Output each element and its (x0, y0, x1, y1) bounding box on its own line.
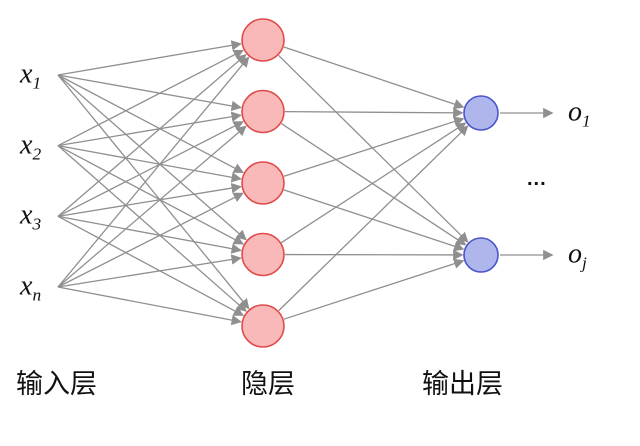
output-label-oj: oj (568, 238, 587, 272)
connection-arrow (57, 74, 247, 241)
caption-hidden-layer: 隐层 (241, 369, 295, 399)
input-x1-base: x (20, 58, 33, 90)
connection-arrow (57, 182, 242, 217)
hidden-node-1 (241, 18, 285, 62)
connection-arrow (57, 215, 242, 254)
output-oj-sub: j (582, 253, 587, 273)
input-x2-base: x (20, 129, 33, 161)
connection-arrow (283, 258, 465, 320)
connection-arrow (57, 145, 242, 183)
input-xn-base: x (20, 270, 33, 302)
connection-arrow (57, 192, 244, 288)
connection-arrow (281, 123, 467, 246)
output-o1-base: o (568, 96, 582, 128)
connection-arrow (283, 189, 465, 252)
output-ellipsis: ... (527, 168, 547, 191)
connection-arrow (283, 116, 465, 177)
input-x3-sub: 3 (32, 214, 42, 234)
connection-arrow (57, 121, 244, 217)
connection-arrow (57, 286, 242, 326)
connection-arrow (57, 49, 244, 147)
input-label-x3: x3 (20, 199, 41, 233)
connection-arrow (284, 107, 464, 119)
connection-arrow (57, 111, 242, 147)
connection-arrow (283, 46, 465, 110)
input-x3-base: x (20, 199, 33, 231)
input-label-xn: xn (20, 270, 41, 304)
connection-arrow (57, 125, 247, 288)
connection-arrow (57, 53, 247, 217)
connection-arrow (281, 122, 467, 244)
connection-arrow (278, 125, 469, 312)
hidden-node-4 (241, 232, 285, 277)
connection-arrow (57, 56, 250, 288)
input-xn-sub: n (32, 285, 42, 305)
input-x2-sub: 2 (32, 144, 42, 164)
input-label-x2: x2 (20, 129, 41, 163)
output-node-1 (463, 95, 499, 131)
connection-arrow (278, 54, 469, 243)
neuron-nodes (241, 18, 499, 348)
output-o1-sub: 1 (582, 111, 591, 131)
caption-input-layer: 输入层 (16, 369, 97, 399)
hidden-node-5 (241, 304, 285, 348)
connection-arrow (57, 145, 247, 312)
output-label-o1: o1 (568, 96, 591, 130)
connection-arrows (57, 40, 554, 326)
connection-arrow (57, 74, 245, 174)
hidden-node-2 (241, 89, 285, 134)
hidden-node-3 (241, 161, 285, 205)
input-x1-sub: 1 (32, 73, 42, 93)
output-oj-base: o (568, 238, 582, 270)
connection-arrow (57, 74, 242, 112)
caption-output-layer: 输出层 (422, 369, 503, 399)
input-label-x1: x1 (20, 58, 41, 92)
connection-arrow (57, 145, 245, 245)
connection-arrow (57, 254, 242, 288)
connection-arrow (57, 74, 250, 310)
connection-arrow (57, 40, 242, 76)
connection-arrow (57, 215, 245, 316)
output-node-2 (463, 237, 499, 273)
